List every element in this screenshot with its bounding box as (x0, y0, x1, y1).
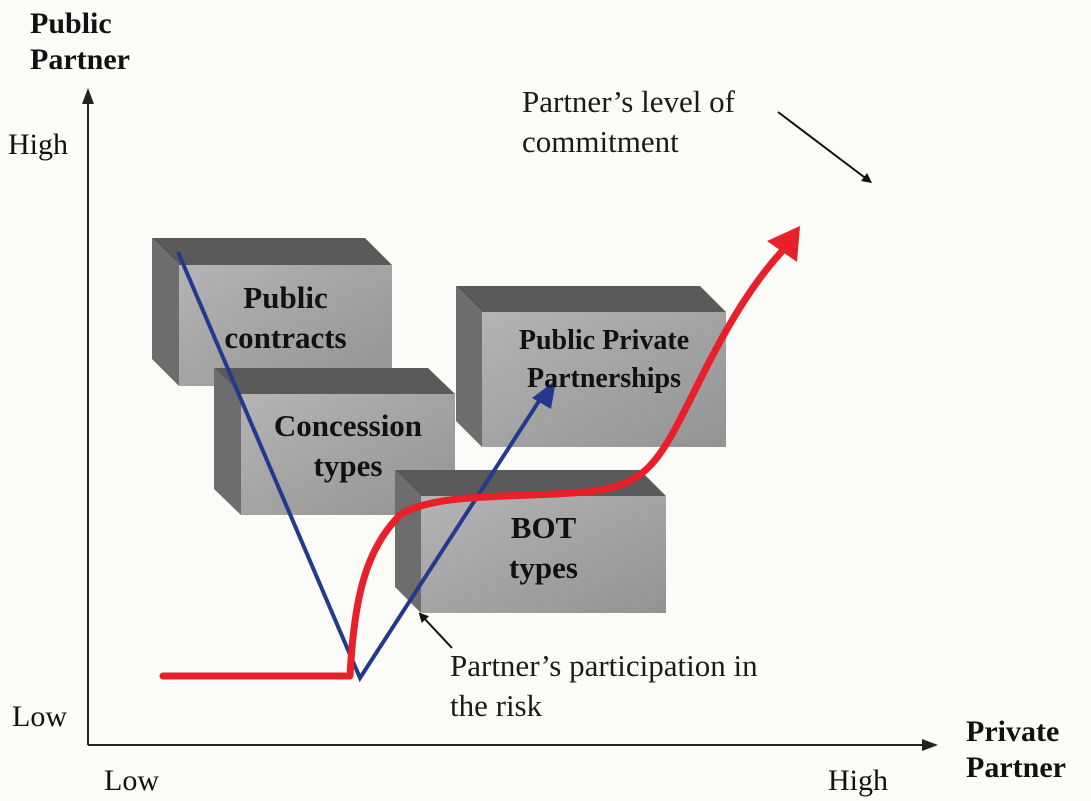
commitment-annotation-line2: commitment (522, 124, 679, 159)
x-axis-high-label: High (828, 764, 888, 797)
y-axis-title-line2: Partner (30, 43, 130, 76)
x-axis-title-line2: Partner (966, 751, 1066, 784)
risk-annotation: Partner’s participation in the risk (450, 646, 758, 726)
commitment-pointer-arrow (777, 111, 872, 184)
box-bot-line2: types (509, 550, 578, 585)
box-public-contracts-line2: contracts (224, 320, 347, 355)
risk-annotation-line2: the risk (450, 688, 543, 723)
y-axis-title-line1: Public (30, 7, 112, 40)
y-axis-high-label: High (8, 128, 68, 161)
x-axis-title: Private Partner (966, 714, 1066, 786)
box-public-contracts-label: Public contracts (179, 278, 392, 358)
y-axis-arrowhead (82, 88, 94, 104)
x-axis-arrowhead (922, 739, 938, 751)
commitment-annotation: Partner’s level of commitment (522, 82, 735, 162)
commitment-curve-arrowhead (767, 226, 800, 262)
x-axis-low-label: Low (104, 764, 159, 797)
box-ppp-line2: Partnerships (527, 363, 681, 394)
box-public-contracts-line1: Public (243, 280, 328, 315)
box-concession-line1: Concession (273, 408, 423, 443)
commitment-annotation-line1: Partner’s level of (522, 84, 735, 119)
y-axis-low-label: Low (12, 700, 67, 733)
box-ppp-label: Public Private Partnerships (482, 322, 726, 398)
box-public-contracts (152, 238, 392, 386)
y-axis (82, 88, 94, 745)
x-axis (88, 739, 938, 751)
risk-participation-line (176, 251, 556, 683)
box-bot-line1: BOT (510, 510, 577, 545)
x-axis-title-line1: Private (966, 715, 1060, 748)
box-concession-line2: types (313, 448, 383, 483)
box-bot-label: BOT types (421, 508, 666, 588)
y-axis-title: Public Partner (30, 6, 130, 78)
risk-pointer-arrow (418, 612, 453, 649)
risk-line-arrowhead (532, 380, 556, 409)
box-concession-label: Concession types (241, 406, 455, 486)
box-ppp-line1: Public Private (518, 325, 690, 356)
commitment-curve (159, 226, 800, 680)
risk-annotation-line1: Partner’s participation in (450, 648, 758, 683)
